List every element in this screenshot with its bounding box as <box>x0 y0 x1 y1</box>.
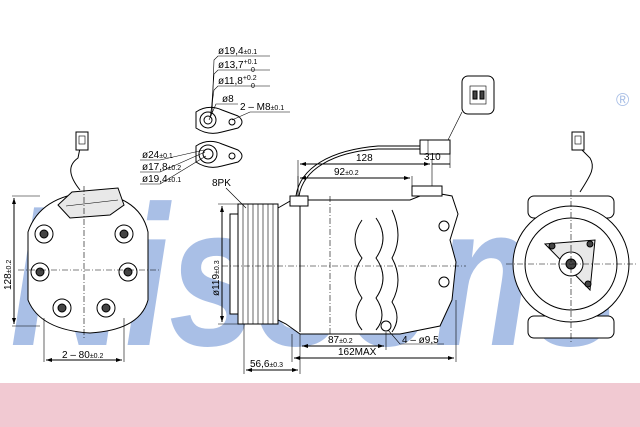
dim-holes-leader <box>387 329 444 345</box>
compressor-body <box>277 191 459 335</box>
dim-56-arrows <box>246 368 298 372</box>
dim-d8: ø8 <box>222 94 234 105</box>
leader-24 <box>140 149 205 161</box>
dim-d11-8: ø11,8+0.2 <box>218 75 257 87</box>
right-rivet-1 <box>548 242 556 250</box>
right-rear-view <box>506 131 636 344</box>
side-mount-hole-bottom <box>380 320 392 332</box>
connector-pin-b <box>479 90 485 100</box>
side-top-fitting <box>289 195 309 207</box>
left-front-view: 128±0.2 2 – 80±0.2 <box>3 131 160 362</box>
connector-callout-leader <box>447 111 463 141</box>
right-connector-pin <box>574 135 582 145</box>
side-mount-hole-top <box>438 220 450 232</box>
dim-2-80: 2 – 80±0.2 <box>62 350 103 361</box>
body-rib-2 <box>375 217 384 331</box>
dim-2-m8: 2 – M8±0.1 <box>240 102 284 113</box>
dim-56-6: 56,6±0.3 <box>250 359 283 370</box>
connector-pin-a <box>472 90 478 100</box>
dim-4-holes: 4 – ø9,5 <box>402 335 439 346</box>
dim-128-height: 128±0.2 <box>3 260 14 290</box>
side-cable <box>295 145 420 197</box>
dim-d13-7: ø13,7+0.1 <box>218 59 258 71</box>
leader-m8 <box>231 111 290 121</box>
left-hole-tl <box>39 229 49 239</box>
connector-callout-face <box>469 85 487 105</box>
body-rib-1 <box>354 219 363 331</box>
dim-92: 92±0.2 <box>334 167 359 178</box>
left-wire <box>70 147 81 191</box>
right-wire <box>579 149 593 193</box>
dim-87: 87±0.2 <box>328 335 353 346</box>
side-view: 8PK 128 310 92±0.2 ø119±0.3 <box>211 75 495 374</box>
connector-callout <box>461 75 495 115</box>
dim-162max: 162MAX <box>338 347 377 358</box>
dim-d119: ø119±0.3 <box>211 260 222 296</box>
pulley-hub <box>229 213 239 315</box>
right-rivet-3 <box>584 280 592 288</box>
dim-d19-4: ø19,4±0.1 <box>218 46 257 57</box>
left-hole-tr <box>119 229 129 239</box>
body-rib-3 <box>391 209 399 333</box>
leader-11-8 <box>209 85 270 119</box>
leader-13-7 <box>210 69 270 117</box>
dim-d17-8: ø17,8±0.2 <box>142 162 181 173</box>
port-lower-bolt <box>228 152 236 160</box>
leader-19-4b <box>140 155 207 185</box>
side-cable-2 <box>298 148 420 197</box>
right-connector <box>571 131 585 151</box>
band-fill <box>0 383 640 427</box>
leader-8 <box>208 103 238 121</box>
right-rivet-2 <box>586 240 594 248</box>
left-hole-mr <box>123 267 133 277</box>
port-upper-bolt <box>228 118 236 126</box>
left-hole-bl <box>57 303 67 313</box>
left-hole-ml <box>35 267 45 277</box>
dim-d19-4-lower: ø19,4±0.1 <box>142 174 181 185</box>
leader-17-8 <box>140 151 206 173</box>
cable-connector <box>419 139 451 155</box>
dim-d24: ø24±0.1 <box>142 150 173 161</box>
port-detail: ø19,4±0.1 ø13,7+0.1 0 ø11,8+0.2 0 ø8 2 –… <box>140 46 290 185</box>
left-hole-br <box>101 303 111 313</box>
side-mount-hole-mid <box>438 276 450 288</box>
left-connector-pin <box>78 135 86 145</box>
port-lower-inner <box>202 148 214 160</box>
dim-d11-8-tol-lower: 0 <box>251 83 255 90</box>
left-connector <box>75 131 89 151</box>
dim-d13-7-tol-lower: 0 <box>251 67 255 74</box>
dim-310: 310 <box>424 152 441 163</box>
dim-8pk: 8PK <box>212 178 231 189</box>
bottom-band <box>0 383 640 427</box>
registered-mark: ® <box>616 90 629 110</box>
side-top-port <box>411 185 443 197</box>
left-bracket-line <box>65 199 119 207</box>
dim-128-top: 128 <box>356 153 373 164</box>
dim-8pk-leader <box>225 187 247 209</box>
port-upper-inner <box>203 115 213 125</box>
